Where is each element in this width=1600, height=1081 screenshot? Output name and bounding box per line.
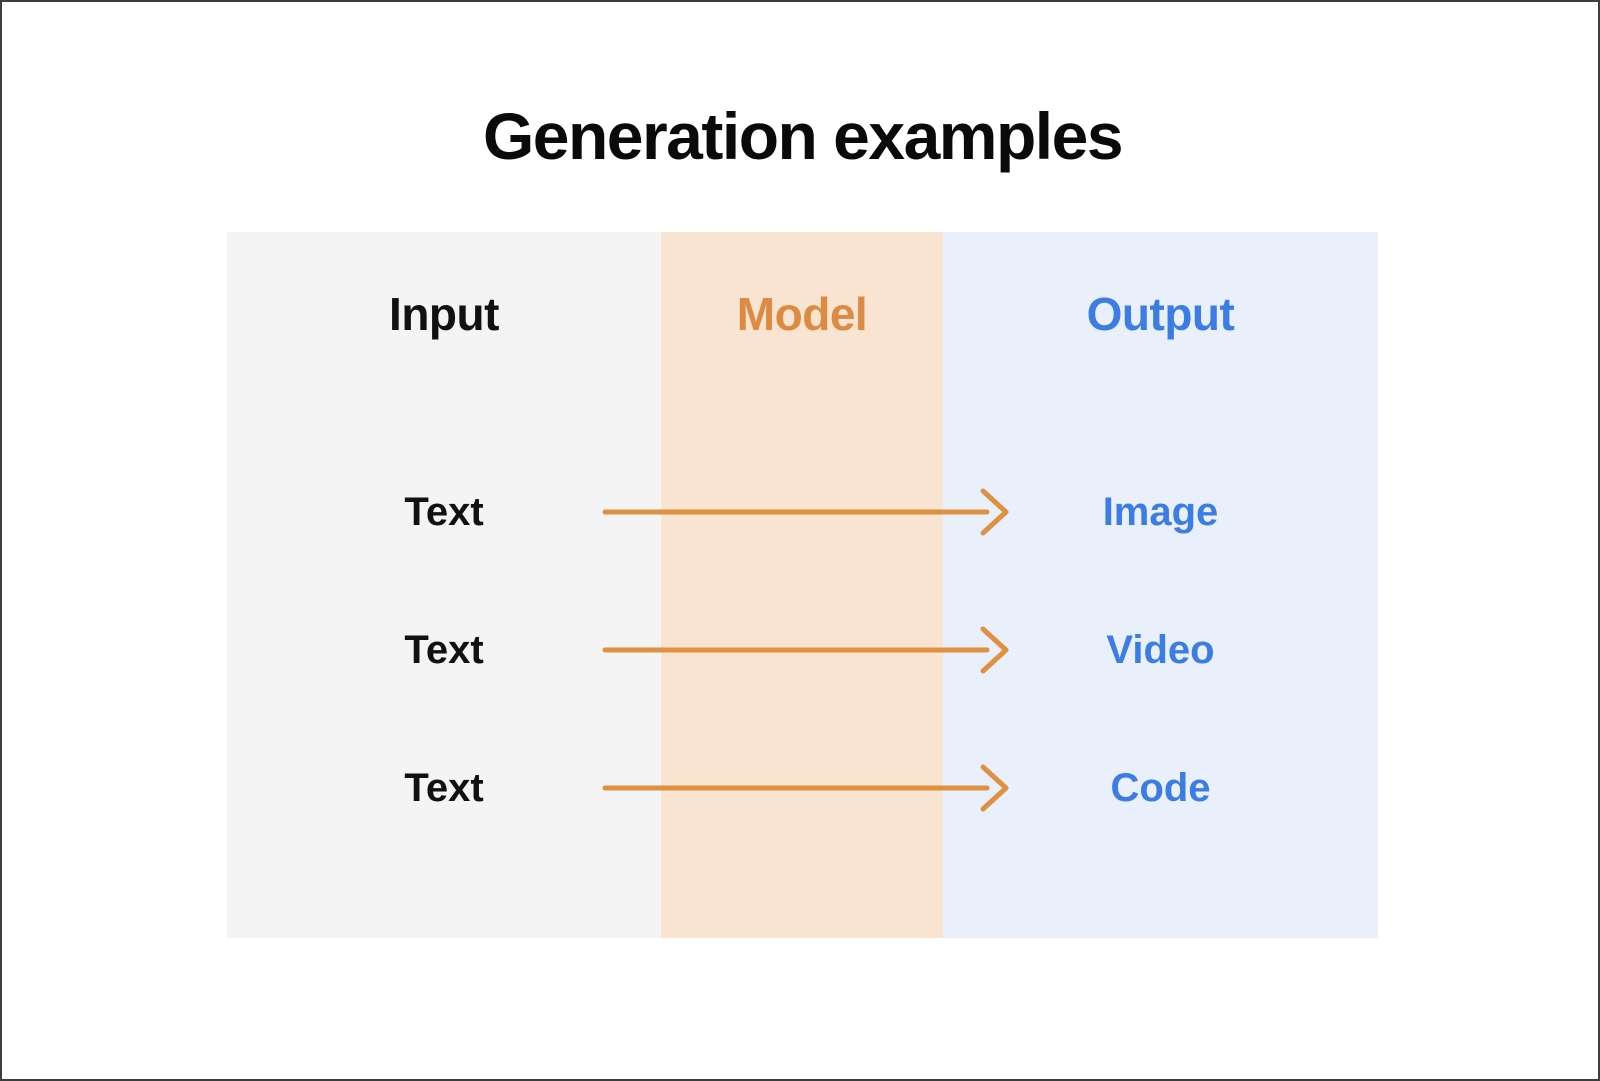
mapping-row: Text Code xyxy=(227,758,1378,818)
output-column-header: Output xyxy=(1086,288,1235,340)
model-column-header: Model xyxy=(736,288,868,340)
right-arrow-icon xyxy=(602,764,1009,812)
diagram-title: Generation examples xyxy=(482,99,1124,173)
arrow-head xyxy=(980,488,1009,536)
model-column-background xyxy=(661,232,943,938)
output-column-background xyxy=(943,232,1378,938)
right-arrow-icon xyxy=(602,626,1009,674)
row-output-label: Image xyxy=(1102,490,1219,534)
columns-panel: Input Model Output Text Image Text Video… xyxy=(227,232,1378,938)
row-output-label: Code xyxy=(1110,766,1211,810)
input-column-header: Input xyxy=(389,288,499,340)
row-input-label: Text xyxy=(404,490,484,534)
input-column-background xyxy=(227,232,661,938)
right-arrow-icon xyxy=(602,488,1009,536)
row-input-label: Text xyxy=(404,628,484,672)
mapping-row: Text Image xyxy=(227,482,1378,542)
row-input-label: Text xyxy=(404,766,484,810)
row-output-label: Video xyxy=(1106,628,1215,672)
mapping-row: Text Video xyxy=(227,620,1378,680)
arrow-head xyxy=(980,626,1009,674)
arrow-head xyxy=(980,764,1009,812)
